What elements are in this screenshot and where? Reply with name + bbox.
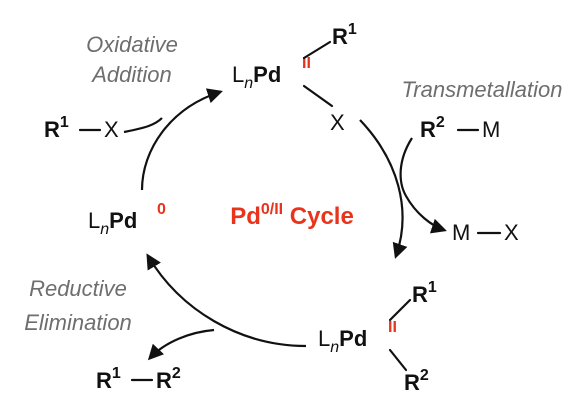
oxidative-addition-label-2: Addition: [90, 62, 172, 87]
svg-text:M: M: [482, 117, 500, 142]
pd-x-bond: [302, 84, 334, 108]
oxidative-addition-arrow: [140, 88, 223, 191]
cycle-center-label: Pd0/II Cycle: [230, 201, 354, 230]
svg-text:LnPd: LnPd: [88, 208, 137, 238]
r2m-to-mx-arrow: [399, 137, 447, 234]
svg-text:R2: R2: [420, 114, 445, 142]
svg-text:LnPd: LnPd: [318, 326, 367, 356]
svg-text:R2: R2: [156, 365, 181, 393]
r2m-reagent: R2 M: [420, 114, 500, 142]
svg-text:R1: R1: [44, 114, 69, 142]
pd2-top-complex: LnPd II R1 X: [232, 21, 357, 135]
transmetallation-arrow: [359, 119, 408, 259]
svg-text:X: X: [104, 117, 119, 142]
transmetallation-label: Transmetallation: [402, 77, 563, 102]
pd-r1-bond: [302, 40, 332, 60]
reductive-elimination-label-2: Elimination: [24, 310, 132, 335]
oxidative-addition-label-1: Oxidative: [86, 32, 178, 57]
svg-text:X: X: [504, 220, 519, 245]
svg-text:R1: R1: [412, 279, 437, 307]
r1x-incoming-curve: [123, 117, 163, 134]
mx-byproduct: M X: [452, 220, 519, 245]
svg-text:LnPd: LnPd: [232, 62, 281, 92]
pd2-top-oxidation-state: II: [302, 55, 311, 72]
r1x-reagent: R1 X: [44, 114, 119, 142]
reductive-elimination-arrow: [146, 253, 307, 348]
pd0-complex: LnPd 0: [88, 201, 166, 238]
svg-text:M: M: [452, 220, 470, 245]
svg-text:X: X: [330, 110, 345, 135]
reductive-elimination-label-1: Reductive: [29, 276, 127, 301]
pd2-bottom-oxidation-state: II: [388, 319, 397, 336]
svg-text:R1: R1: [332, 21, 357, 49]
svg-text:R1: R1: [96, 365, 121, 393]
pd2-bottom-complex: LnPd II R1 R2: [318, 279, 437, 395]
svg-text:R2: R2: [404, 367, 429, 395]
pd-r2-bottom-bond: [388, 348, 408, 372]
r1r2-outgoing-arrow: [147, 328, 215, 361]
pd0-oxidation-state: 0: [157, 201, 166, 218]
pd-r1-bottom-bond: [388, 298, 412, 322]
r1r2-product: R1 R2: [96, 365, 181, 393]
